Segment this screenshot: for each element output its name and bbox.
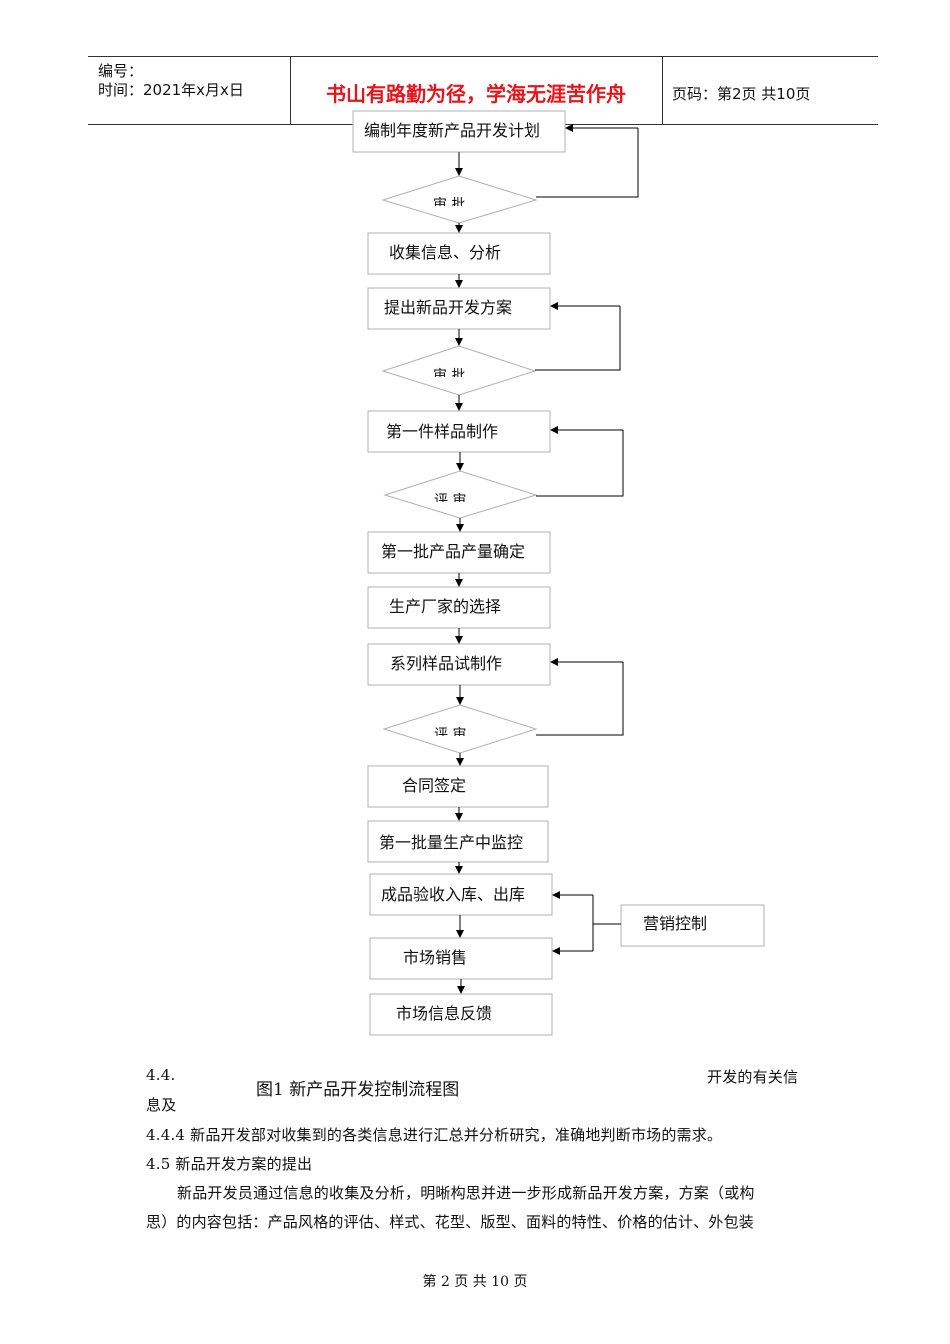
flowchart: [352, 110, 765, 1036]
step-manufacturer: 生产厂家的选择: [389, 597, 502, 616]
time-label: 时间：2021年x月x日: [98, 81, 244, 99]
step-box-monitoring: [367, 820, 549, 863]
step-box-feedback: [369, 993, 553, 1036]
decision-review-2-label: 评 审: [434, 727, 467, 736]
step-propose-plan: 提出新品开发方案: [384, 298, 513, 317]
step-box-collect-info: [367, 232, 551, 275]
step-box-contract: [367, 765, 549, 808]
header-motto: 书山有路勤为径，学海无涯苦作舟: [326, 82, 626, 106]
step-first-sample: 第一件样品制作: [386, 422, 499, 441]
page-footer: 第 2 页 共 10 页: [422, 1274, 528, 1290]
step-box-propose-plan: [367, 287, 551, 330]
step-contract: 合同签定: [402, 776, 467, 795]
marketing-control-label: 营销控制: [643, 914, 708, 933]
body-line-1-start: 4.4.: [146, 1066, 176, 1084]
body-line-3: 4.4.4 新品开发部对收集到的各类信息进行汇总并分析研究，准确地判断市场的需求…: [146, 1126, 723, 1144]
body-line-6: 思）的内容包括：产品风格的评估、样式、花型、版型、面料的特性、价格的估计、外包装: [146, 1213, 755, 1231]
step-collect-info: 收集信息、分析: [389, 243, 502, 262]
body-line-1-end: 开发的有关信: [707, 1068, 799, 1086]
body-line-5: 新品开发员通过信息的收集及分析，明晰构思并进一步形成新品开发方案，方案（或构: [177, 1184, 755, 1202]
step-series-sample: 系列样品试制作: [390, 654, 503, 673]
step-box-first-sample: [367, 410, 551, 453]
body-line-2-start: 息及: [146, 1096, 177, 1114]
step-feedback: 市场信息反馈: [396, 1004, 493, 1023]
header-divider-left: [290, 56, 291, 125]
step-sales: 市场销售: [403, 948, 468, 967]
step-box-sales: [369, 937, 553, 980]
step-quantity: 第一批产品产量确定: [381, 542, 526, 561]
decision-approve-2-label: 审 批: [433, 368, 466, 377]
header-divider-right: [662, 56, 663, 125]
decision-approve-1-label: 审 批: [433, 197, 466, 206]
figure-caption: 图1 新产品开发控制流程图: [252, 1075, 464, 1100]
step-box-manufacturer: [367, 586, 551, 629]
step-annual-plan: 编制年度新产品开发计划: [364, 121, 541, 140]
section-heading-4-5: 4.5 新品开发方案的提出: [146, 1155, 313, 1173]
step-warehouse: 成品验收入库、出库: [381, 885, 526, 904]
header-top-rule: [88, 56, 878, 57]
step-box-warehouse: [369, 873, 553, 916]
decision-review-1-label: 评 审: [434, 493, 467, 502]
side-box-marketing: [620, 904, 765, 947]
step-box-quantity: [367, 531, 551, 574]
step-monitoring: 第一批量生产中监控: [379, 833, 524, 852]
page-number-label: 页码：第2页 共10页: [672, 85, 811, 103]
serial-number-label: 编号：: [98, 62, 144, 80]
